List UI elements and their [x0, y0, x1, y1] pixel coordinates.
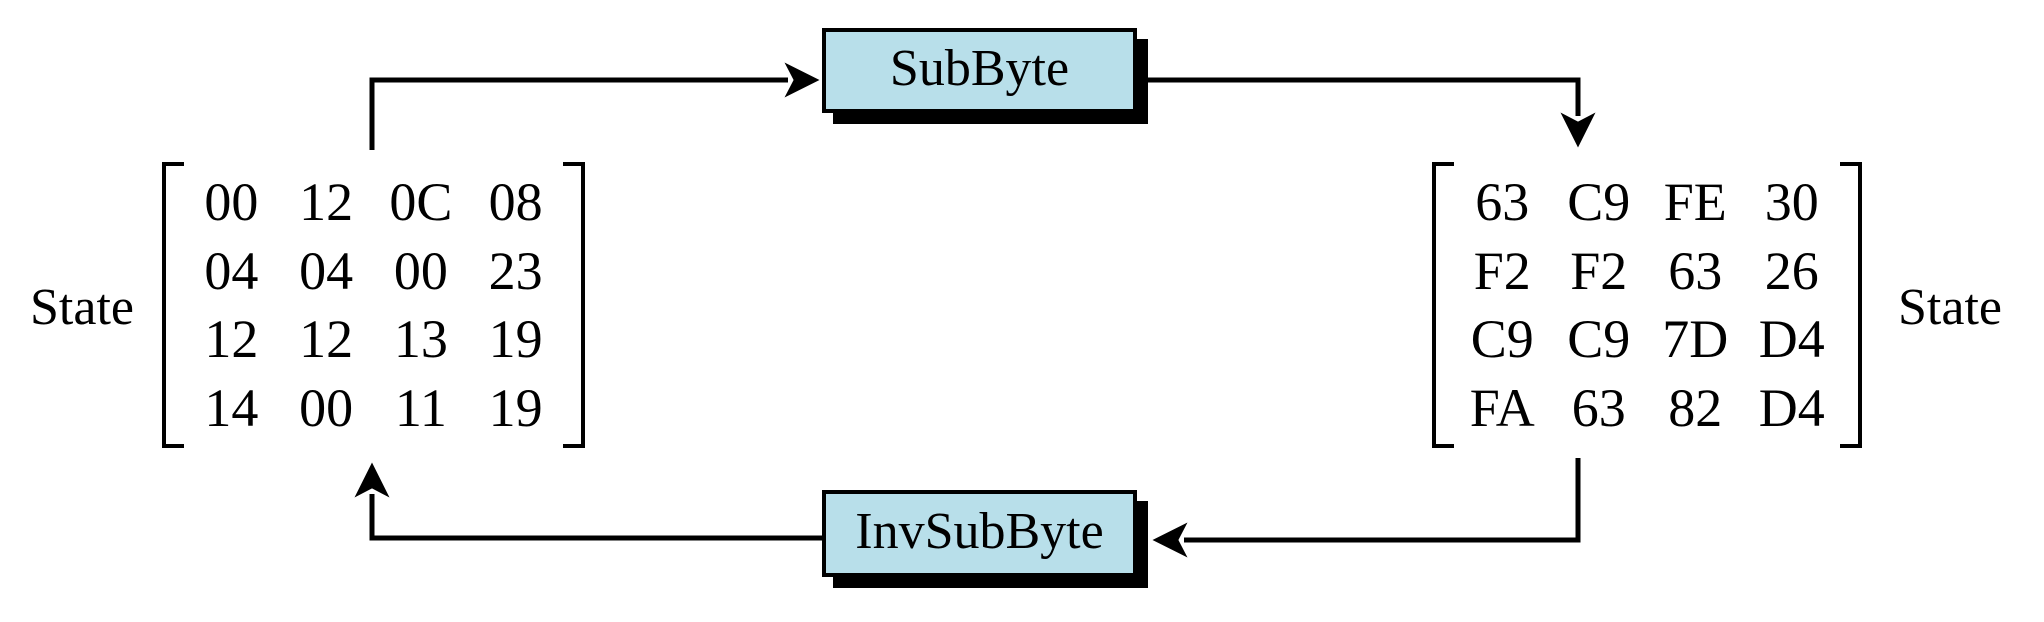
matrix-cell: 12	[299, 309, 354, 370]
matrix-cell: F2	[1570, 240, 1628, 301]
matrix-cell: 26	[1764, 240, 1819, 301]
matrix-cell: 19	[488, 309, 543, 370]
arrow-rightstate-to-invsubbyte	[1152, 458, 1581, 558]
matrix-cell: C9	[1567, 172, 1631, 233]
matrix-cell: 11	[394, 377, 447, 438]
matrix-cell: 08	[488, 172, 543, 233]
right-state-label: State	[1898, 279, 2002, 336]
subbyte-label: SubByte	[889, 39, 1070, 97]
invsubbyte-box: InvSubByte	[822, 490, 1137, 577]
invsubbyte-label: InvSubByte	[855, 502, 1104, 560]
right-matrix-close-bracket	[1840, 162, 1862, 448]
left-matrix-close-bracket	[563, 162, 585, 448]
arrow-subbyte-to-rightstate	[1141, 77, 1596, 148]
matrix-cell: 00	[393, 240, 448, 301]
matrix-cell: 12	[204, 309, 259, 370]
matrix-cell: 7D	[1662, 309, 1729, 370]
matrix-cell: 14	[204, 377, 259, 438]
matrix-cell: 04	[204, 240, 259, 301]
matrix-cell: 63	[1571, 377, 1626, 438]
right-matrix-open-bracket	[1432, 162, 1454, 448]
matrix-cell: 12	[299, 172, 354, 233]
matrix-cell: FE	[1663, 172, 1727, 233]
subbyte-box: SubByte	[822, 28, 1137, 113]
matrix-cell: 04	[299, 240, 354, 301]
arrow-leftstate-to-subbyte	[369, 62, 820, 150]
matrix-cell: D4	[1758, 377, 1825, 438]
matrix-cell: 0C	[389, 172, 453, 233]
matrix-cell: 82	[1668, 377, 1723, 438]
matrix-cell: 30	[1764, 172, 1819, 233]
matrix-cell: C9	[1470, 309, 1534, 370]
arrow-invsubbyte-to-leftstate	[354, 462, 822, 541]
left-state-label: State	[30, 279, 134, 336]
matrix-cell: 13	[393, 309, 448, 370]
matrix-cell: 19	[488, 377, 543, 438]
matrix-cell: D4	[1758, 309, 1825, 370]
matrix-cell: 00	[204, 172, 259, 233]
matrix-cell: 63	[1668, 240, 1723, 301]
matrix-cell: 23	[488, 240, 543, 301]
matrix-cell: FA	[1469, 377, 1535, 438]
left-matrix-open-bracket	[162, 162, 184, 448]
matrix-cell: 63	[1475, 172, 1530, 233]
matrix-cell: F2	[1473, 240, 1531, 301]
matrix-cell: 00	[299, 377, 354, 438]
matrix-cell: C9	[1567, 309, 1631, 370]
